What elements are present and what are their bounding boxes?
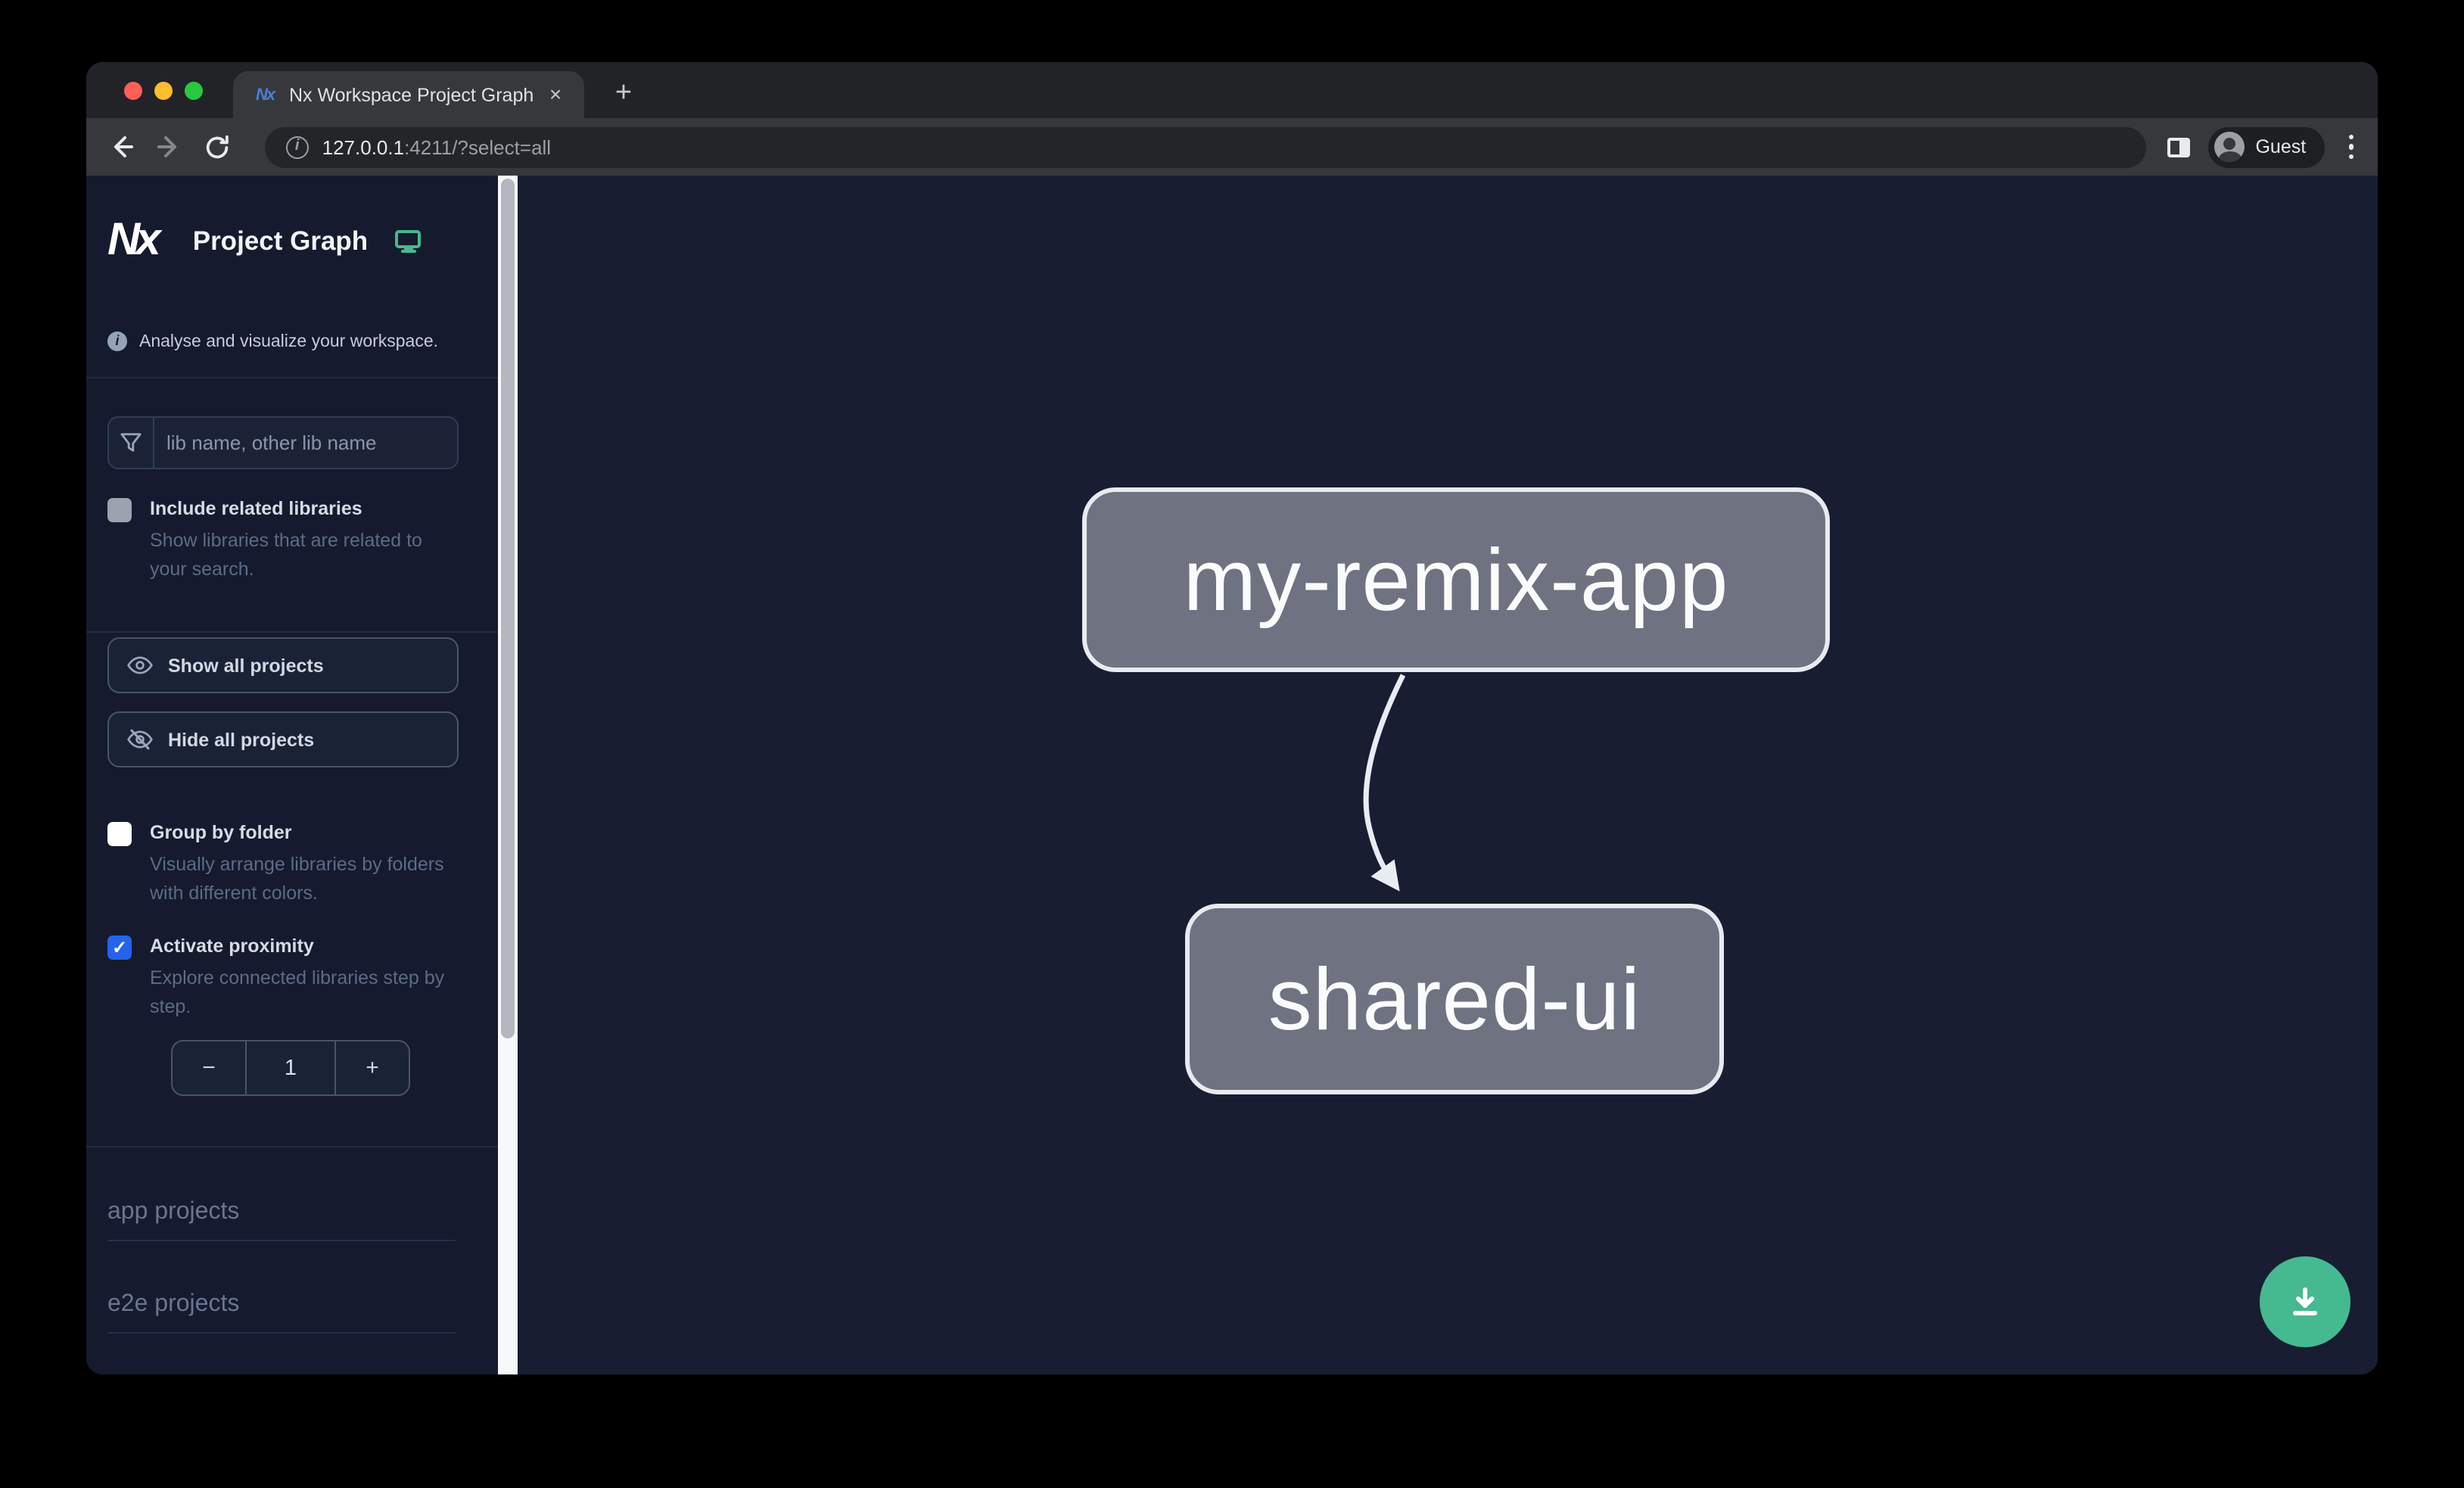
show-all-projects-button[interactable]: Show all projects — [107, 637, 459, 693]
checkbox-include-related[interactable] — [107, 498, 132, 522]
back-icon[interactable] — [101, 127, 141, 167]
download-graph-button[interactable] — [2260, 1256, 2350, 1347]
checkbox-group-by-folder[interactable] — [107, 822, 132, 846]
browser-window: Nx Nx Workspace Project Graph × + i 127.… — [86, 62, 2378, 1374]
checkbox-activate-proximity[interactable]: ✓ — [107, 935, 132, 960]
button-label: Show all projects — [168, 655, 324, 676]
divider — [86, 377, 498, 378]
download-icon — [2293, 1287, 2317, 1315]
eye-off-icon — [127, 729, 153, 750]
toggle-description: Visually arrange libraries by folders wi… — [150, 854, 444, 904]
proximity-value: 1 — [245, 1041, 336, 1094]
profile-label: Guest — [2255, 136, 2307, 157]
filter-box — [107, 416, 459, 469]
section-app-projects: app projects — [107, 1199, 456, 1241]
funnel-icon — [109, 418, 154, 468]
toggle-group-by-folder[interactable]: Group by folder Visually arrange librari… — [107, 820, 459, 908]
divider — [86, 631, 498, 633]
side-panel-icon[interactable] — [2167, 137, 2191, 157]
toolbar-right: Guest — [2167, 126, 2360, 167]
section-e2e-projects: e2e projects — [107, 1291, 456, 1334]
minimize-window-button[interactable] — [154, 82, 173, 100]
tab-strip: Nx Nx Workspace Project Graph × + — [86, 62, 2378, 118]
traffic-lights — [124, 82, 203, 100]
filter-input[interactable] — [154, 431, 457, 454]
node-shared-ui[interactable]: shared-ui — [1185, 904, 1724, 1094]
edge-my-remix-app-to-shared-ui — [1363, 674, 1406, 892]
profile-button[interactable]: Guest — [2208, 126, 2325, 167]
forward-icon[interactable] — [150, 127, 189, 167]
toggle-label: Include related libraries — [150, 498, 362, 519]
hide-all-projects-button[interactable]: Hide all projects — [107, 711, 459, 767]
app-content: Nx Project Graph i Analyse and visualize… — [86, 176, 2378, 1374]
url-path: :4211/?select=all — [404, 135, 551, 158]
url-host: 127.0.0.1 — [322, 135, 405, 158]
tab-title: Nx Workspace Project Graph — [289, 84, 534, 105]
monitor-icon[interactable] — [395, 229, 422, 254]
close-window-button[interactable] — [124, 82, 142, 100]
sidebar-scrollbar[interactable] — [498, 176, 518, 1374]
maximize-window-button[interactable] — [185, 82, 203, 100]
toggle-label: Activate proximity — [150, 935, 314, 957]
url-bar[interactable]: i 127.0.0.1:4211/?select=all — [264, 126, 2147, 167]
toggle-activate-proximity[interactable]: ✓ Activate proximity Explore connected l… — [107, 934, 459, 1022]
increment-button[interactable]: + — [366, 1055, 379, 1081]
node-my-remix-app[interactable]: my-remix-app — [1082, 487, 1830, 672]
nx-logo: Nx — [107, 215, 161, 265]
page-title: Project Graph — [192, 225, 369, 255]
workspace-tagline: i Analyse and visualize your workspace. — [107, 332, 459, 351]
close-tab-icon[interactable]: × — [549, 81, 562, 105]
node-label: shared-ui — [1268, 950, 1641, 1048]
new-tab-button[interactable]: + — [614, 77, 633, 109]
decrement-button[interactable]: − — [202, 1055, 216, 1081]
sidebar-header: Nx Project Graph — [107, 215, 459, 265]
graph-canvas[interactable]: my-remix-app shared-ui — [518, 176, 2378, 1374]
info-icon: i — [107, 332, 127, 351]
toggle-description: Explore connected libraries step by step… — [150, 967, 445, 1017]
scrollbar-thumb[interactable] — [501, 179, 515, 1038]
toggle-description: Show libraries that are related to your … — [150, 530, 422, 580]
eye-icon — [127, 656, 153, 674]
toggle-include-related[interactable]: Include related libraries Show libraries… — [107, 497, 459, 584]
reload-icon[interactable] — [198, 127, 238, 167]
button-label: Hide all projects — [168, 729, 315, 750]
url-text: 127.0.0.1:4211/?select=all — [322, 135, 551, 158]
sidebar: Nx Project Graph i Analyse and visualize… — [86, 176, 498, 1374]
node-label: my-remix-app — [1183, 531, 1729, 629]
toggle-label: Group by folder — [150, 822, 292, 843]
browser-toolbar: i 127.0.0.1:4211/?select=all Guest — [86, 118, 2378, 176]
site-info-icon[interactable]: i — [285, 135, 309, 158]
nx-favicon-icon: Nx — [255, 86, 275, 104]
divider — [86, 1146, 498, 1147]
browser-menu-icon[interactable] — [2342, 132, 2360, 162]
proximity-stepper: − 1 + — [171, 1040, 410, 1096]
avatar-icon — [2214, 132, 2245, 162]
browser-tab[interactable]: Nx Nx Workspace Project Graph × — [233, 71, 584, 118]
tagline-text: Analyse and visualize your workspace. — [139, 332, 439, 350]
